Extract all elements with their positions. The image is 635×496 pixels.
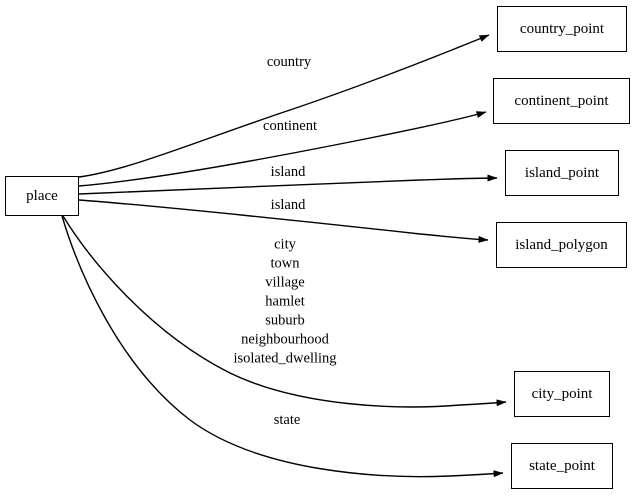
node-place[interactable]: place bbox=[5, 176, 79, 216]
edge-label-island-point: island bbox=[270, 163, 306, 180]
node-continent-point-label: continent_point bbox=[514, 92, 609, 109]
edge-state bbox=[61, 215, 504, 478]
node-state-point-label: state_point bbox=[529, 457, 595, 474]
edge-label-state: state bbox=[273, 411, 301, 428]
node-place-label: place bbox=[26, 187, 58, 204]
node-island-polygon[interactable]: island_polygon bbox=[496, 222, 627, 268]
edge-country bbox=[78, 34, 490, 178]
node-country-point-label: country_point bbox=[519, 20, 605, 37]
node-city-point-label: city_point bbox=[531, 385, 593, 402]
edge-label-country: country bbox=[266, 53, 312, 70]
node-country-point[interactable]: country_point bbox=[497, 6, 627, 52]
node-island-polygon-label: island_polygon bbox=[515, 236, 608, 253]
edge-label-continent: continent bbox=[263, 117, 317, 134]
node-island-point-label: island_point bbox=[524, 164, 600, 181]
node-continent-point[interactable]: continent_point bbox=[493, 78, 630, 124]
edge-island-point bbox=[78, 174, 498, 195]
edge-city bbox=[62, 215, 507, 408]
edge-island-polygon bbox=[78, 199, 489, 243]
node-city-point[interactable]: city_point bbox=[514, 371, 610, 417]
edge-label-city-group: city town village hamlet suburb neighbou… bbox=[233, 236, 337, 367]
node-island-point[interactable]: island_point bbox=[505, 150, 619, 196]
edge-label-island-polygon: island bbox=[270, 196, 306, 213]
edge-continent bbox=[78, 111, 487, 187]
node-state-point[interactable]: state_point bbox=[511, 443, 613, 489]
